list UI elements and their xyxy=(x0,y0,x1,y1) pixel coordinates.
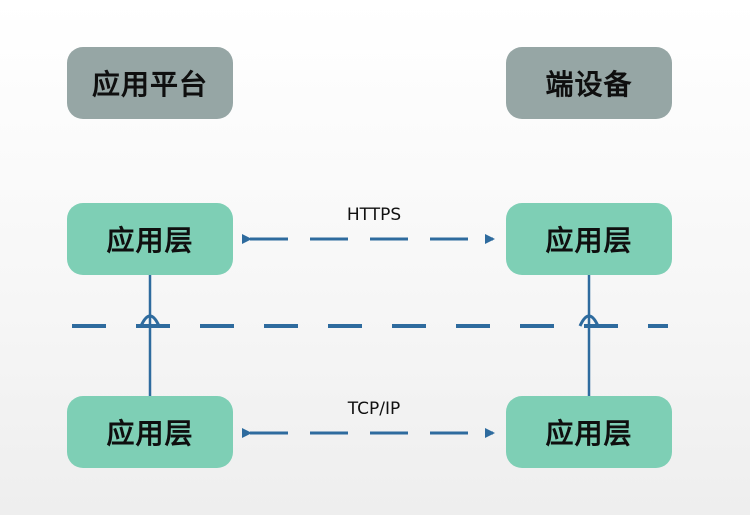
device-title: 端设备 xyxy=(545,68,633,101)
bottom-protocol-label: TCP/IP xyxy=(347,399,401,419)
device-bottom-layer-label: 应用层 xyxy=(545,417,633,450)
device-crossing-hop xyxy=(578,314,600,327)
device-title-box: 端设备 xyxy=(506,47,672,119)
platform-title: 应用平台 xyxy=(91,68,208,101)
platform-bottom-layer-box: 应用层 xyxy=(67,396,233,468)
platform-top-layer-label: 应用层 xyxy=(106,224,194,257)
platform-bottom-layer-label: 应用层 xyxy=(106,417,194,450)
platform-crossing-hop xyxy=(139,314,161,327)
device-top-layer-box: 应用层 xyxy=(506,203,672,275)
platform-title-box: 应用平台 xyxy=(67,47,233,119)
platform-top-layer-box: 应用层 xyxy=(67,203,233,275)
top-protocol-label: HTTPS xyxy=(346,205,402,225)
device-bottom-layer-box: 应用层 xyxy=(506,396,672,468)
device-top-layer-label: 应用层 xyxy=(545,224,633,257)
